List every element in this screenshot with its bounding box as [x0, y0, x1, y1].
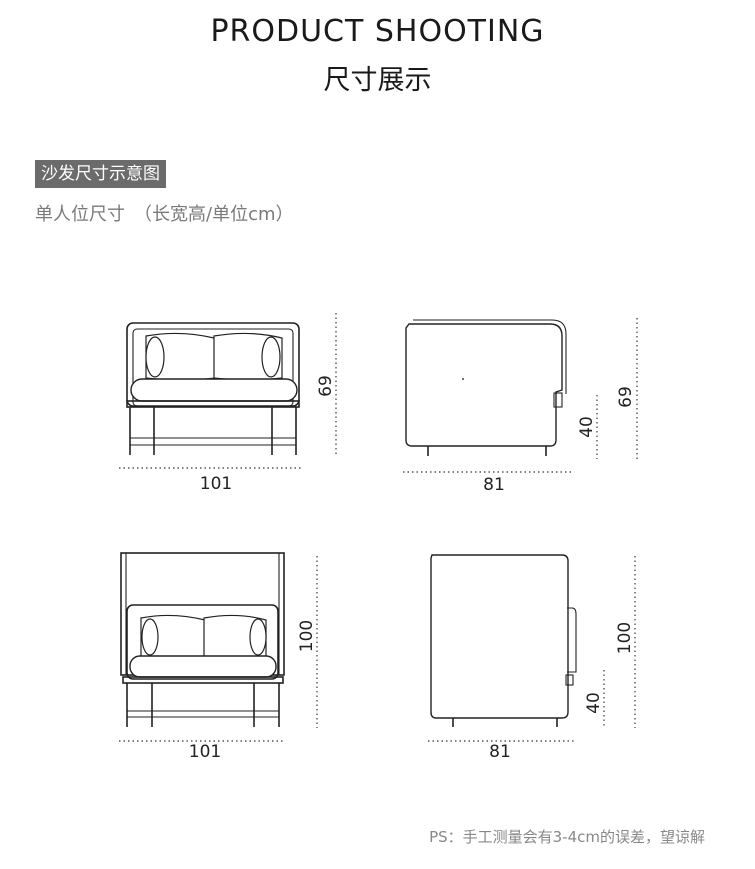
page-title-en: PRODUCT SHOOTING: [210, 14, 545, 49]
side-low-height-label: 69: [616, 386, 636, 408]
section-subtitle: 单人位尺寸 （长宽高/单位cm）: [35, 204, 294, 225]
front-view-high-back: 101 100: [119, 552, 318, 762]
section-tag: 沙发尺寸示意图: [35, 160, 166, 188]
front-high-width-label: 101: [189, 742, 221, 762]
side-low-seat-height-label: 40: [577, 416, 597, 438]
side-high-seat-height-label: 40: [584, 692, 604, 714]
front-view-low-back: 101 69: [119, 313, 337, 494]
front-high-height-label: 100: [297, 620, 317, 652]
side-high-height-label: 100: [615, 622, 635, 654]
front-low-width-label: 101: [200, 474, 232, 494]
measurement-note: PS：手工测量会有3-4cm的误差，望谅解: [429, 828, 705, 846]
front-low-height-label: 69: [316, 375, 336, 397]
page-title-cn: 尺寸展示: [323, 65, 432, 96]
side-high-depth-label: 81: [489, 742, 511, 762]
side-low-depth-label: 81: [483, 475, 505, 495]
side-view-high-back: 81 40 100: [428, 554, 636, 762]
side-view-low-back: 81 40 69: [403, 318, 638, 495]
